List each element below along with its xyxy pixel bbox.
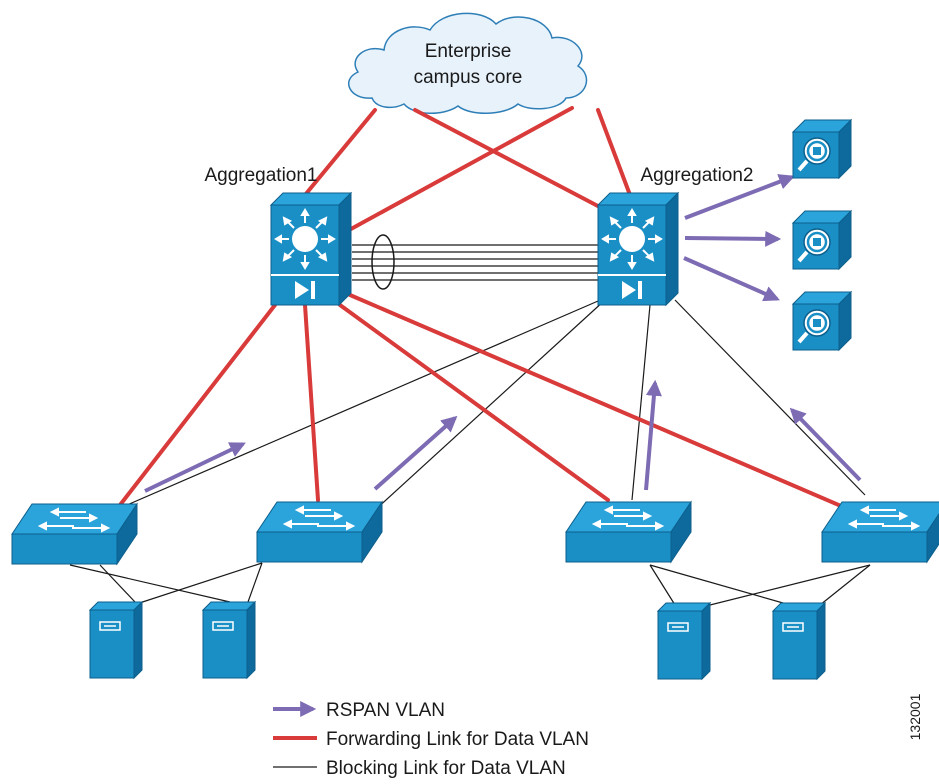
- server-link: [649, 564, 791, 606]
- enterprise-campus-core-cloud: Enterprise campus core: [347, 12, 588, 114]
- forwarding-link: [303, 303, 320, 502]
- access-switch: [256, 501, 383, 563]
- figure-id: 132001: [907, 693, 923, 740]
- forwarding-links: [118, 106, 857, 514]
- rspan-arrow: [144, 442, 246, 493]
- rspan-arrow: [644, 379, 662, 491]
- server-link: [247, 562, 263, 603]
- server-icon: [657, 602, 711, 680]
- aggregation2-switch: [597, 192, 679, 306]
- aggregation2-label: Aggregation2: [640, 165, 753, 186]
- access-switch: [565, 501, 692, 563]
- aggregation1-label: Aggregation1: [204, 165, 317, 186]
- legend: RSPAN VLAN Forwarding Link for Data VLAN…: [273, 700, 589, 779]
- access-switch: [821, 501, 939, 563]
- rspan-arrow: [683, 256, 780, 302]
- blocking-link: [374, 299, 606, 511]
- server-icon: [772, 602, 826, 680]
- forwarding-link: [596, 108, 632, 197]
- probe-icon: [791, 290, 853, 352]
- blocking-link: [631, 304, 651, 501]
- server-icon: [89, 601, 143, 679]
- forwarding-link: [413, 108, 617, 217]
- server-icon: [202, 601, 256, 679]
- access-switch: [11, 503, 138, 565]
- blocking-links: [69, 234, 871, 611]
- cloud-label-line1: Enterprise: [425, 41, 512, 62]
- cloud-label-line2: campus core: [414, 67, 523, 88]
- rspan-arrows: [144, 174, 862, 493]
- legend-blocking-label: Blocking Link for Data VLAN: [326, 758, 566, 779]
- forwarding-link: [303, 108, 377, 197]
- blocking-link: [119, 297, 606, 509]
- rspan-arrow: [373, 415, 458, 491]
- forwarding-link: [118, 303, 277, 507]
- server-link: [649, 564, 676, 606]
- legend-rspan-label: RSPAN VLAN: [326, 700, 445, 721]
- probe-icon: [791, 209, 853, 271]
- server-link: [819, 564, 871, 606]
- forwarding-link: [338, 106, 574, 237]
- probe-icon: [791, 118, 853, 180]
- server-link: [689, 564, 871, 611]
- port-channel-ellipse: [371, 234, 395, 290]
- forwarding-link: [348, 293, 857, 514]
- blocking-link: [674, 299, 866, 496]
- rspan-arrow: [684, 230, 782, 247]
- server-link: [69, 564, 231, 603]
- aggregation1-switch: [270, 192, 352, 306]
- server-link: [99, 564, 136, 603]
- rspan-arrow: [789, 407, 862, 482]
- rspan-arrow: [684, 174, 795, 220]
- forwarding-link: [338, 303, 610, 502]
- legend-forwarding-label: Forwarding Link for Data VLAN: [326, 729, 589, 750]
